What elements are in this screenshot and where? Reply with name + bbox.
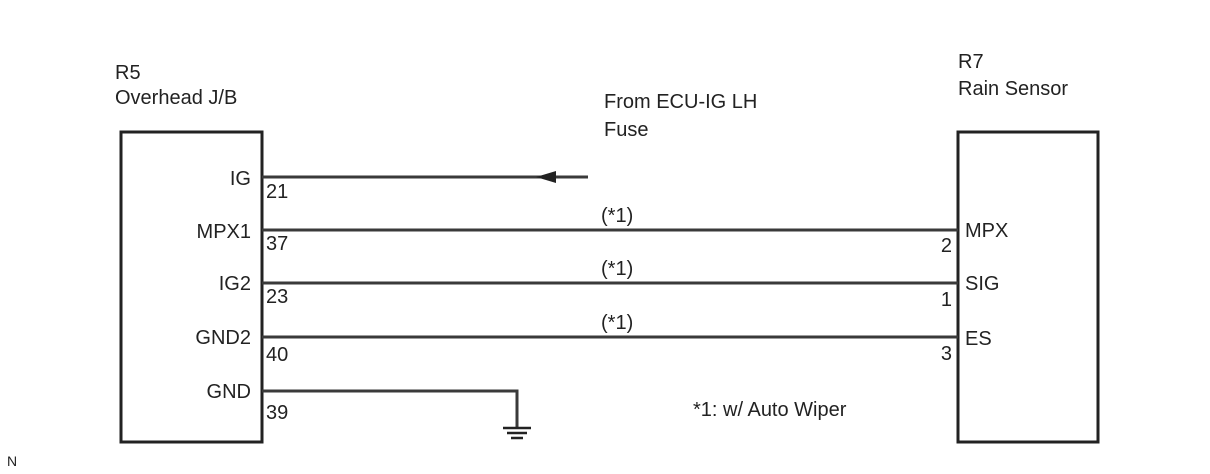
left-pin-label-mpx1: MPX1 [197, 221, 251, 243]
left-pin-number-23: 23 [266, 286, 288, 308]
left-pin-label-gnd2: GND2 [195, 327, 251, 349]
left-pin-label-ig: IG [230, 168, 251, 190]
right-pin-number-2: 2 [941, 235, 952, 257]
source-label-line2: Fuse [604, 119, 648, 141]
left-pin-number-40: 40 [266, 344, 288, 366]
right-pin-number-1: 1 [941, 289, 952, 311]
wire-note-sig: (*1) [601, 258, 633, 280]
left-pin-number-37: 37 [266, 233, 288, 255]
footnote: *1: w/ Auto Wiper [693, 399, 847, 421]
overhead-jb-box [119, 130, 264, 444]
wire-note-es: (*1) [601, 312, 633, 334]
source-label-line1: From ECU-IG LH [604, 91, 757, 113]
wire-note-mpx: (*1) [601, 205, 633, 227]
wire-gnd [262, 389, 519, 428]
ground-icon [503, 426, 531, 440]
right-pin-number-3: 3 [941, 343, 952, 365]
left-component-name: Overhead J/B [115, 87, 237, 109]
left-pin-number-39: 39 [266, 402, 288, 424]
left-pin-number-21: 21 [266, 181, 288, 203]
rain-sensor-box [956, 130, 1100, 444]
left-pin-label-gnd: GND [207, 381, 251, 403]
left-component-ref: R5 [115, 62, 141, 84]
right-component-ref: R7 [958, 51, 984, 73]
right-pin-label-mpx: MPX [965, 220, 1008, 242]
right-pin-label-sig: SIG [965, 273, 999, 295]
right-pin-label-es: ES [965, 328, 992, 350]
right-component-name: Rain Sensor [958, 78, 1068, 100]
corner-mark: N [7, 453, 17, 469]
left-pin-label-ig2: IG2 [219, 273, 251, 295]
arrow-icon [536, 171, 556, 183]
